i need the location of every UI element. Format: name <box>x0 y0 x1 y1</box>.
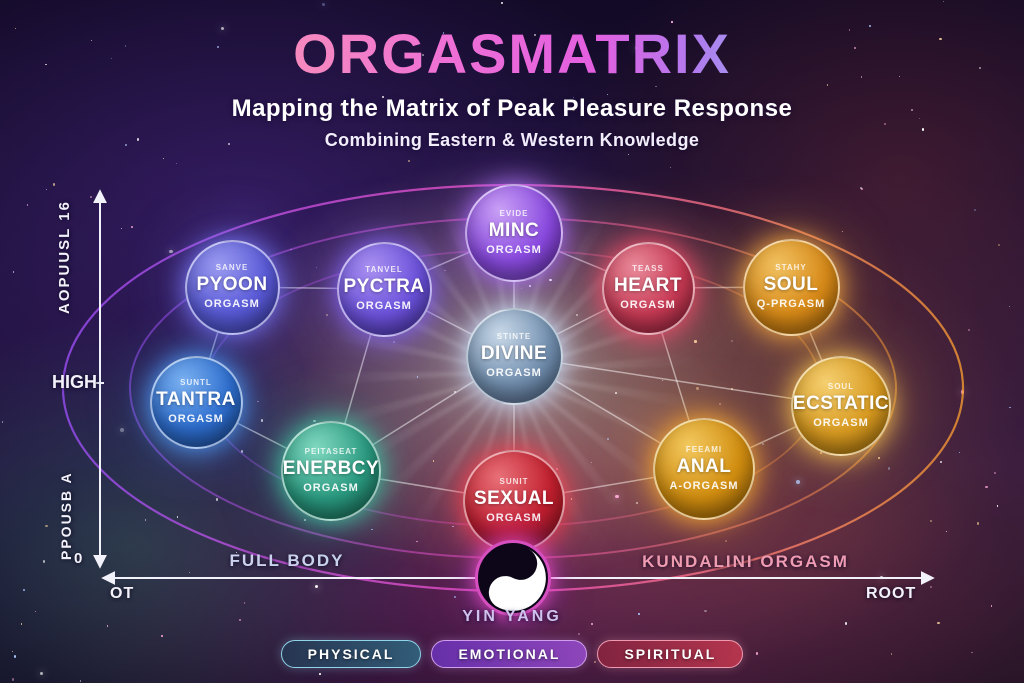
node-caption: TEASS <box>632 263 664 273</box>
node-caption: STAHY <box>775 262 807 272</box>
node-label: PYOON <box>196 274 268 296</box>
connection-divine-ecstatic <box>513 355 842 407</box>
x-axis-left-section-label: FULL BODY <box>229 551 345 570</box>
node-label: DIVINE <box>480 343 548 365</box>
legend-pill-physical[interactable]: PHYSICAL <box>280 640 422 668</box>
x-axis-right-end-label: ROOT <box>866 585 917 602</box>
node-sublabel: A-ORGASM <box>669 479 739 492</box>
node-label: ANAL <box>676 456 732 478</box>
node-label: SEXUAL <box>473 488 555 510</box>
legend: PHYSICAL EMOTIONAL SPIRITUAL <box>0 640 1024 668</box>
page-subtitle: Mapping the Matrix of Peak Pleasure Resp… <box>231 95 793 122</box>
node-sublabel: ORGASM <box>813 416 869 429</box>
page-title: ORGASMATRIX <box>0 26 1024 82</box>
y-axis-top-label: AOPUUSL 16 <box>56 200 73 314</box>
node-label: SOUL <box>763 274 819 296</box>
node-caption: PEITASEAT <box>304 446 358 456</box>
node-label: ENERBCY <box>282 458 380 480</box>
yin-yang-label: YIN YANG <box>462 608 562 625</box>
yin-yang-icon <box>475 540 551 616</box>
node-label: ECSTATIC <box>792 393 890 415</box>
header: ORGASMATRIX Mapping the Matrix of Peak P… <box>0 0 1024 151</box>
node-sublabel: ORGASM <box>486 366 542 379</box>
node-caption: FEEAMI <box>685 444 723 454</box>
legend-pill-spiritual[interactable]: SPIRITUAL <box>597 640 744 668</box>
node-caption: SANVE <box>215 262 249 272</box>
node-label: PYCTRA <box>343 276 425 298</box>
node-caption: EVIDE <box>499 208 529 218</box>
node-caption: SUNTL <box>180 377 212 387</box>
x-axis-right-section-label: KUNDALINI ORGASM <box>642 552 849 571</box>
node-sublabel: ORGASM <box>486 243 542 256</box>
node-caption: TANVEL <box>365 264 403 274</box>
y-axis-bottom-label: PPOUSB A <box>58 471 74 560</box>
node-sublabel: ORGASM <box>168 412 224 425</box>
node-sublabel: ORGASM <box>356 299 412 312</box>
node-sublabel: ORGASM <box>620 298 676 311</box>
node-sublabel: ORGASM <box>303 481 359 494</box>
node-caption: SOUL <box>827 381 855 391</box>
node-sublabel: ORGASM <box>204 297 260 310</box>
page-tagline: Combining Eastern & Western Knowledge <box>324 130 700 150</box>
y-axis-origin-label: 0 <box>74 550 83 567</box>
node-sublabel: ORGASM <box>486 511 542 524</box>
node-label: MINC <box>488 220 540 242</box>
node-sublabel: Q-PRGASM <box>756 297 826 310</box>
legend-pill-emotional[interactable]: EMOTIONAL <box>431 640 588 668</box>
node-caption: STINTE <box>496 331 532 341</box>
y-axis-mid-label: HIGH <box>52 372 97 392</box>
node-label: TANTRA <box>156 389 236 411</box>
node-caption: SUNIT <box>499 476 529 486</box>
x-axis-left-end-label: OT <box>110 585 135 602</box>
node-label: HEART <box>614 275 682 297</box>
